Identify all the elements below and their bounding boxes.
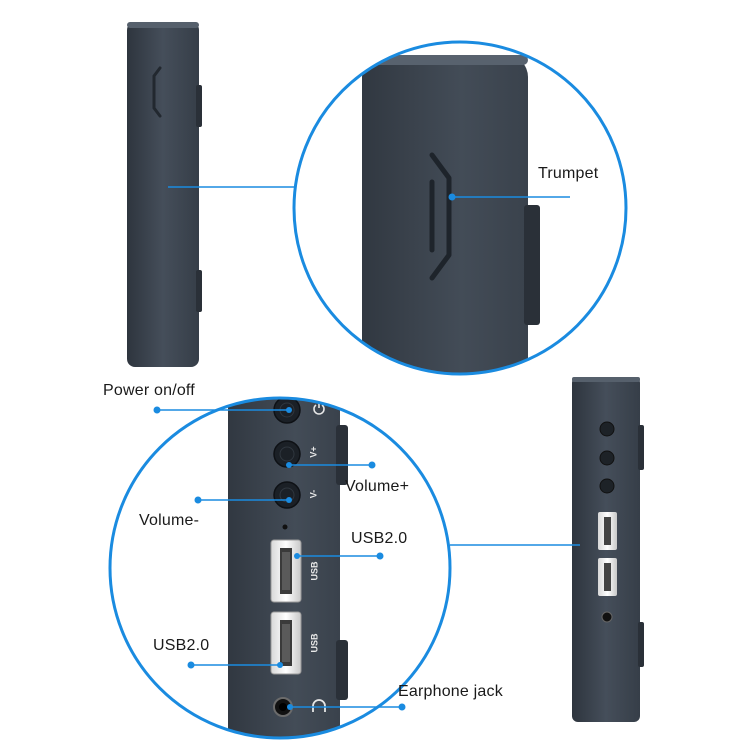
volume-plus-label: Volume+ (345, 478, 410, 495)
ports-magnifier (108, 396, 452, 740)
device-side-view-top (127, 22, 202, 367)
device-side-view-bottom (572, 377, 644, 722)
trumpet-label: Trumpet (538, 165, 599, 182)
power-label: Power on/off (103, 382, 195, 399)
power-icon (313, 404, 325, 415)
usb-top-label: USB2.0 (351, 530, 408, 547)
trumpet-magnifier (292, 40, 628, 376)
v-minus-marking: V- (308, 489, 319, 499)
v-plus-marking: V+ (308, 446, 319, 458)
earphone-label: Earphone jack (398, 683, 503, 700)
usb-1-marking: USB (309, 561, 320, 581)
usb-2-marking: USB (309, 633, 320, 653)
headphone-icon (312, 699, 326, 712)
volume-minus-label: Volume- (139, 512, 200, 529)
usb-bottom-label: USB2.0 (153, 637, 210, 654)
